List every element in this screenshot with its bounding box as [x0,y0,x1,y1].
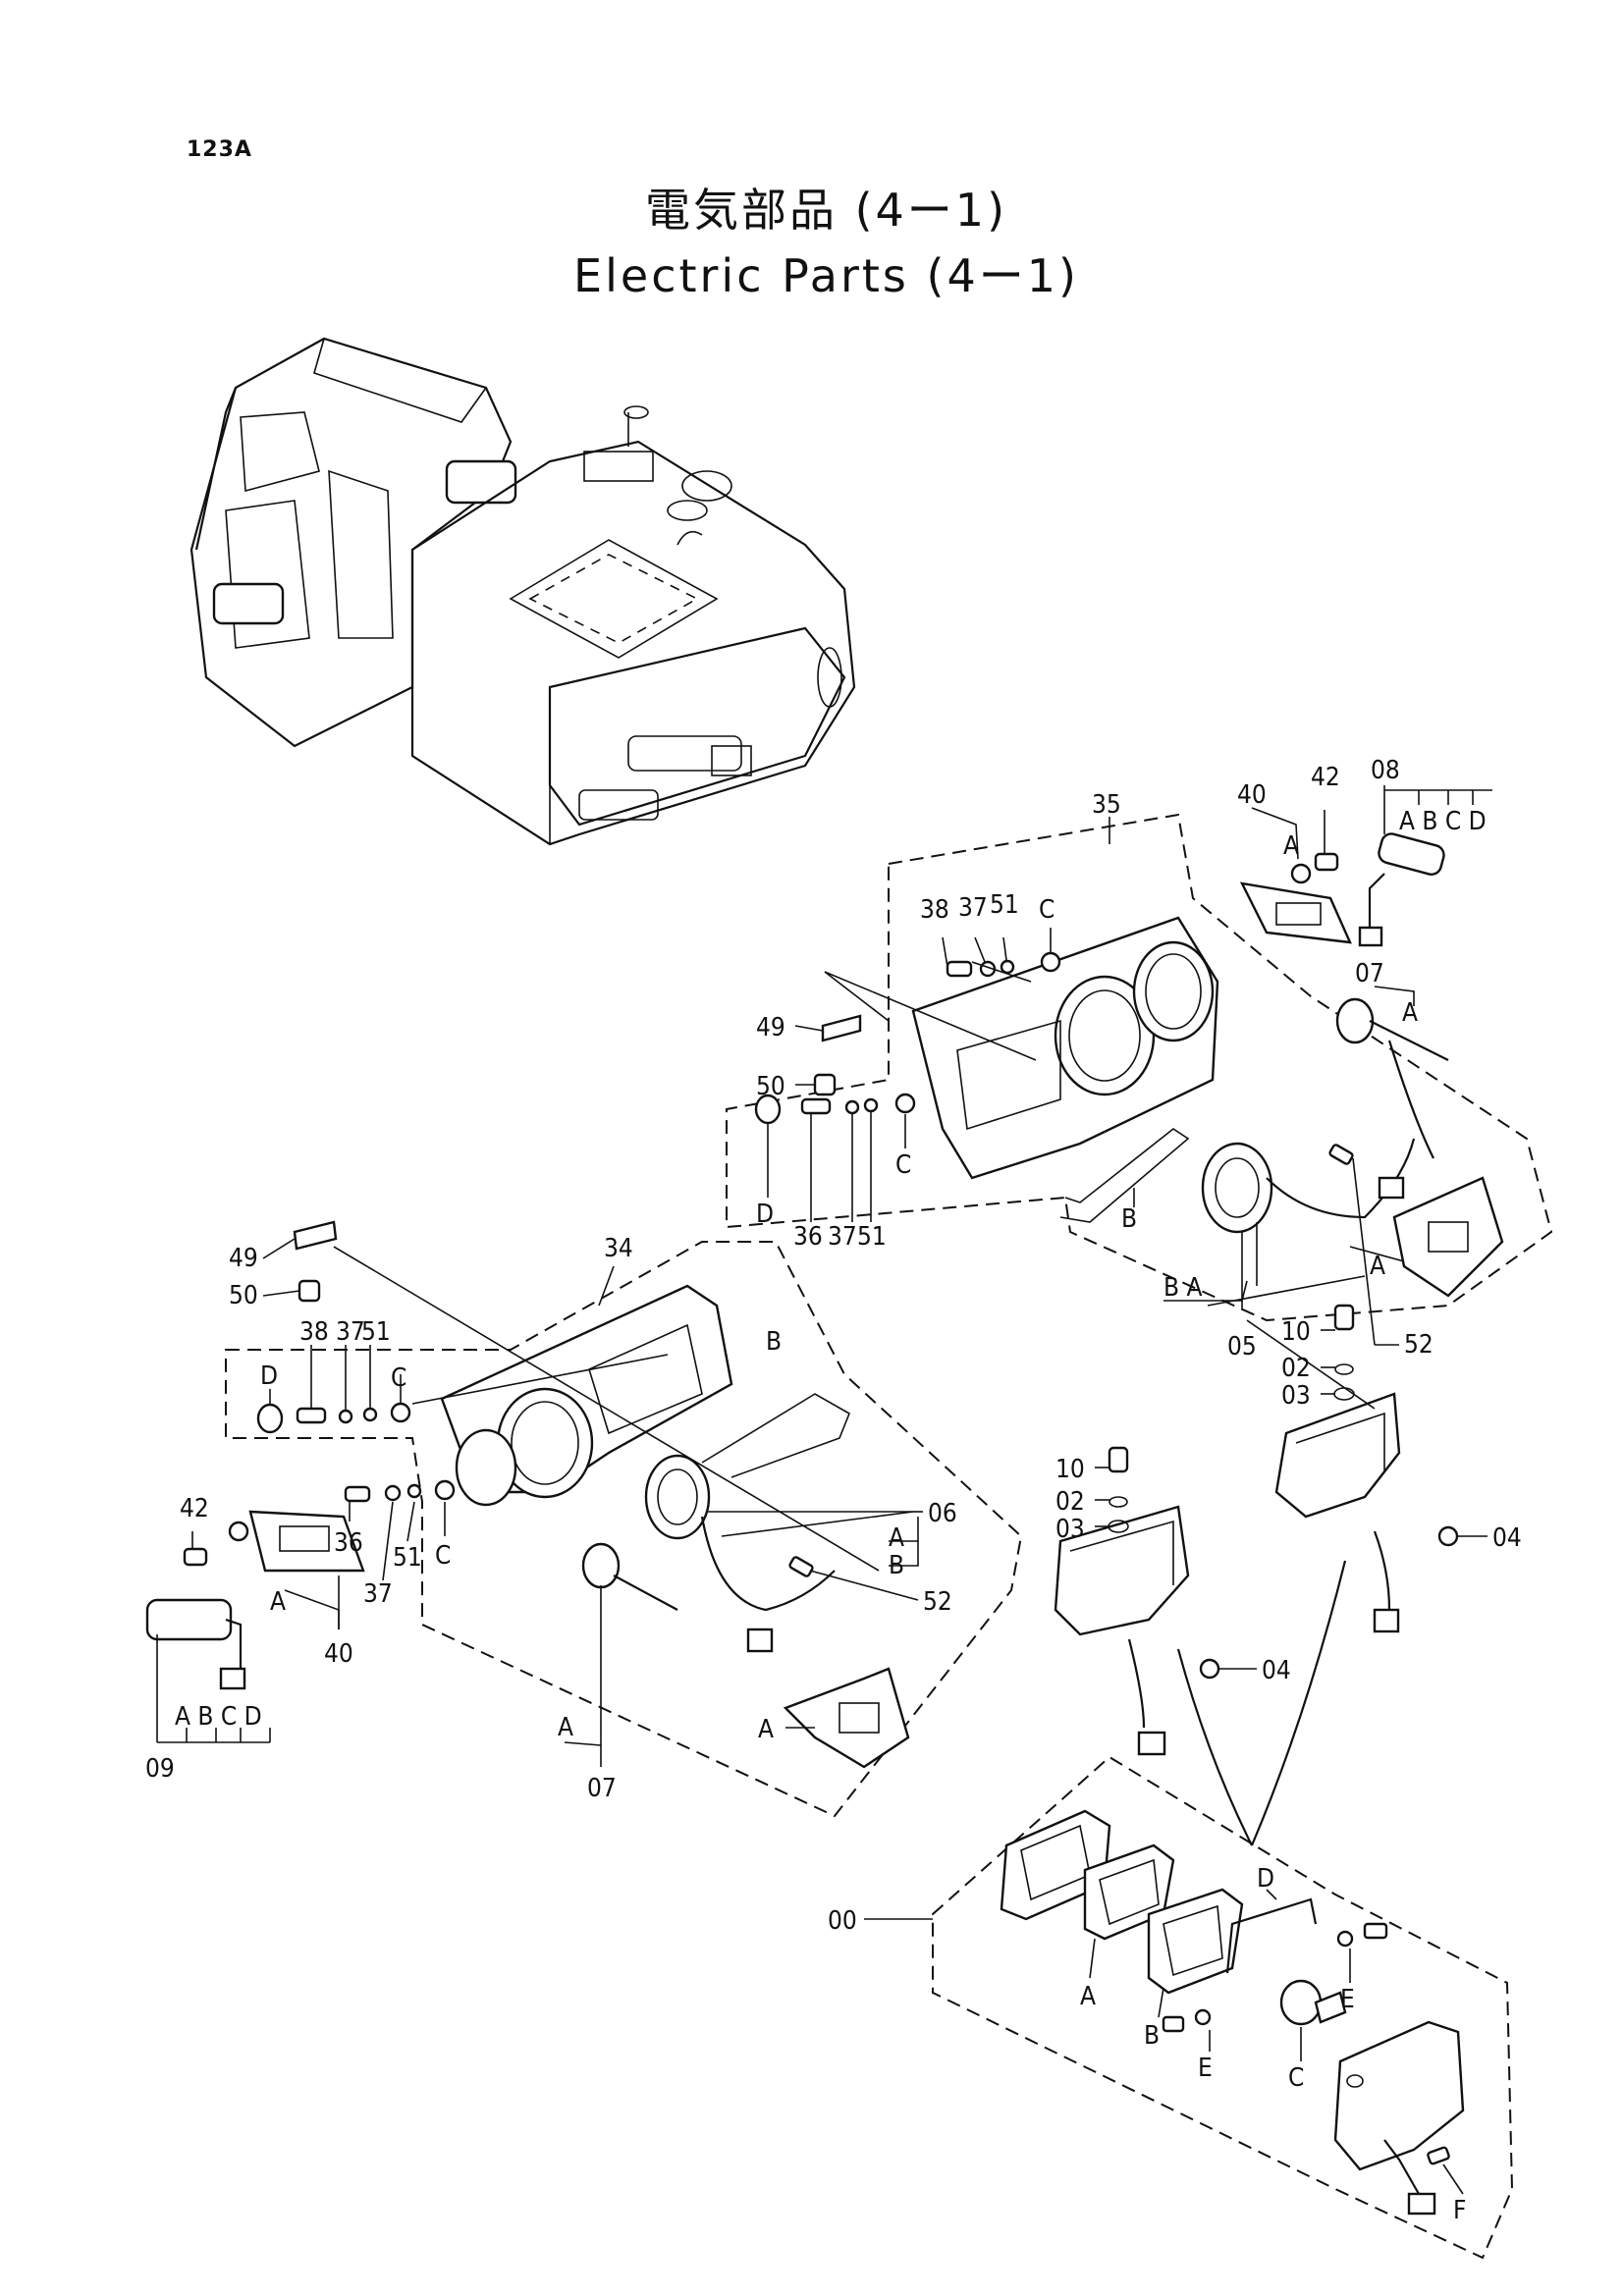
letters-abcd: A B C D [175,1702,262,1732]
letter-A: A [558,1713,573,1742]
callout-51: 51 [393,1543,422,1573]
callout-04: 04 [1262,1656,1291,1685]
letter-A: A [1370,1252,1385,1281]
callout-03: 03 [1281,1381,1311,1411]
letter-B: B [889,1551,904,1580]
callout-51: 51 [990,890,1019,920]
letter-C: C [895,1150,911,1180]
callout-34: 34 [604,1234,633,1263]
page-title-japanese: 電気部品 (4ー1) [644,184,1008,237]
callout-10: 10 [1055,1455,1085,1484]
letter-F: F [1453,2196,1466,2225]
letters-abcd: A B C D [1399,807,1487,836]
callout-42: 42 [1311,763,1340,792]
letter-A: A [1402,998,1418,1028]
letter-A: A [889,1523,904,1553]
callout-38: 38 [920,895,949,925]
callout-07: 07 [1355,959,1384,988]
callout-00: 00 [828,1906,857,1936]
callout-10: 10 [1281,1317,1311,1347]
letter-B: B [766,1327,782,1357]
upper-dash-group [726,813,1553,1322]
callout-04: 04 [1492,1523,1522,1553]
callout-50: 50 [756,1072,785,1101]
work-light-upper [1274,1304,1459,1633]
callout-09: 09 [145,1754,175,1784]
letter-B: B [1144,2021,1160,2051]
letter-D: D [260,1362,278,1391]
callout-02: 02 [1055,1487,1085,1517]
letters-b-a: B A [1163,1273,1202,1303]
callout-37: 37 [958,893,988,923]
callout-08: 08 [1371,756,1400,785]
letter-E: E [1198,2054,1213,2083]
letter-C: C [391,1363,406,1393]
letter-C: C [1039,895,1055,925]
light-detail-dash-group [932,1755,1514,2260]
letter-B: B [1121,1204,1137,1234]
callout-37: 37 [363,1579,393,1609]
letter-E: E [1340,1985,1355,2014]
upper-small-parts [754,832,1504,1298]
callout-37: 37 [828,1222,857,1252]
page-number: 123A [187,137,252,162]
callout-labels: 35 40 42 08 A B C D A 07 A 38 37 51 C 49… [145,756,1522,2225]
callout-49: 49 [756,1013,785,1042]
callout-51: 51 [361,1317,391,1347]
letter-A: A [270,1587,286,1617]
letter-D: D [756,1200,774,1229]
letter-A: A [1283,831,1299,861]
callout-50: 50 [229,1281,258,1310]
callout-40: 40 [324,1639,353,1669]
lower-dash-group [225,1241,1023,1818]
letter-C: C [435,1541,451,1571]
light-detail-parts [1000,1809,1465,2216]
callout-38: 38 [299,1317,329,1347]
callout-37: 37 [336,1317,365,1347]
letter-D: D [1257,1864,1274,1894]
callout-05: 05 [1227,1332,1257,1362]
callout-42: 42 [180,1494,209,1523]
lower-bracket [440,1284,851,1507]
lower-small-parts [145,1220,910,1769]
letter-A: A [1080,1982,1096,2011]
page-title-english: Electric Parts (4ー1) [573,249,1079,302]
callout-36: 36 [793,1222,823,1252]
callout-49: 49 [229,1244,258,1273]
leader-lines [156,785,1492,2195]
callout-52: 52 [1404,1330,1434,1360]
callout-03: 03 [1055,1515,1085,1544]
callout-52: 52 [923,1587,952,1617]
upper-bracket [911,916,1219,1223]
letter-A: A [758,1715,774,1744]
excavator-illustration [189,337,856,846]
callout-07: 07 [587,1774,617,1803]
callout-02: 02 [1281,1354,1311,1383]
work-light-lower [1054,1446,1220,1756]
callout-35: 35 [1092,790,1121,820]
callout-51: 51 [857,1222,887,1252]
callout-36: 36 [334,1528,363,1558]
callout-40: 40 [1237,780,1267,810]
callout-06: 06 [928,1499,957,1528]
letter-C: C [1288,2063,1304,2093]
